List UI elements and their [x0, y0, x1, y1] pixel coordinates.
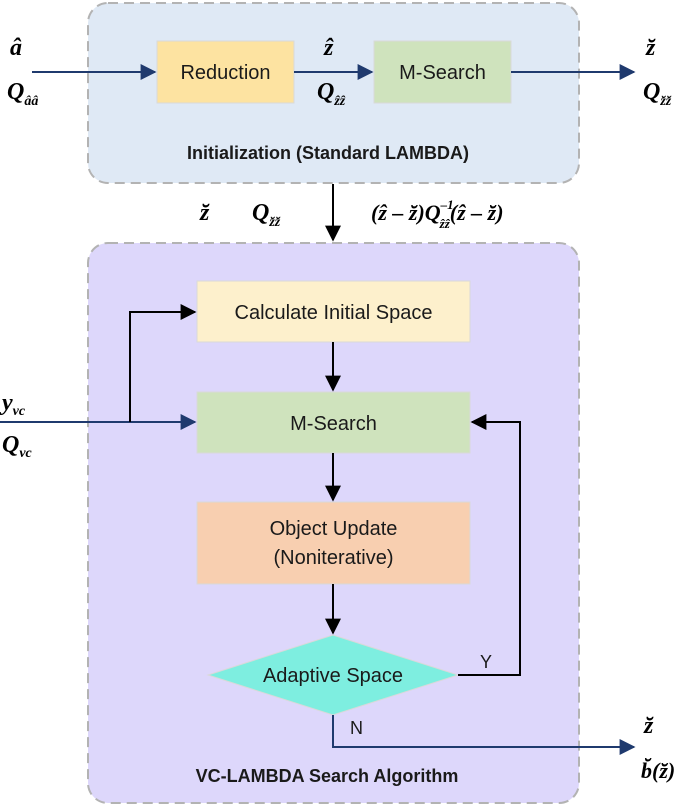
search-algorithm-title: VC-LAMBDA Search Algorithm — [196, 766, 459, 786]
z-breve-symbol-top: z̆ — [645, 35, 656, 61]
adaptive-space-label: Adaptive Space — [263, 665, 403, 687]
z-hat-symbol: ẑ — [323, 35, 334, 61]
msearch-top-box — [373, 40, 512, 104]
q-zz-hat-symbol: Qẑẑ — [317, 79, 346, 109]
y-vc-symbol: yvc — [0, 390, 26, 419]
a-hat-symbol: â — [10, 35, 22, 61]
q-zz-breve-symbol-top: Qz̆z̆ — [643, 79, 672, 109]
reduction-label: Reduction — [180, 62, 270, 84]
b-breve-symbol-out: b̆(z̆) — [641, 758, 675, 783]
msearch-box — [196, 391, 471, 454]
yes-label: Y — [480, 652, 492, 672]
reduction-box — [156, 40, 295, 104]
q-zz-breve-symbol-mid: Qz̆z̆ — [252, 200, 281, 230]
msearch-top-label: M-Search — [399, 62, 486, 84]
object-update-box — [196, 501, 471, 585]
object-update-sublabel: (Noniterative) — [273, 547, 393, 569]
z-breve-symbol-out: z̆ — [643, 713, 654, 739]
calculate-initial-space-box — [196, 280, 471, 343]
q-vc-symbol: Qvc — [2, 432, 33, 461]
no-label: N — [350, 718, 363, 738]
vc-to-calc-arrow — [129, 304, 197, 422]
yes-loop-arrow — [458, 414, 521, 676]
initialization-title: Initialization (Standard LAMBDA) — [187, 143, 469, 163]
msearch-label: M-Search — [290, 413, 377, 435]
no-exit-arrow — [332, 715, 636, 755]
q-aa-symbol: Qââ — [7, 79, 38, 109]
z-breve-symbol-mid: z̆ — [199, 200, 210, 226]
object-update-label: Object Update — [270, 518, 398, 540]
calculate-initial-space-label: Calculate Initial Space — [235, 302, 433, 324]
